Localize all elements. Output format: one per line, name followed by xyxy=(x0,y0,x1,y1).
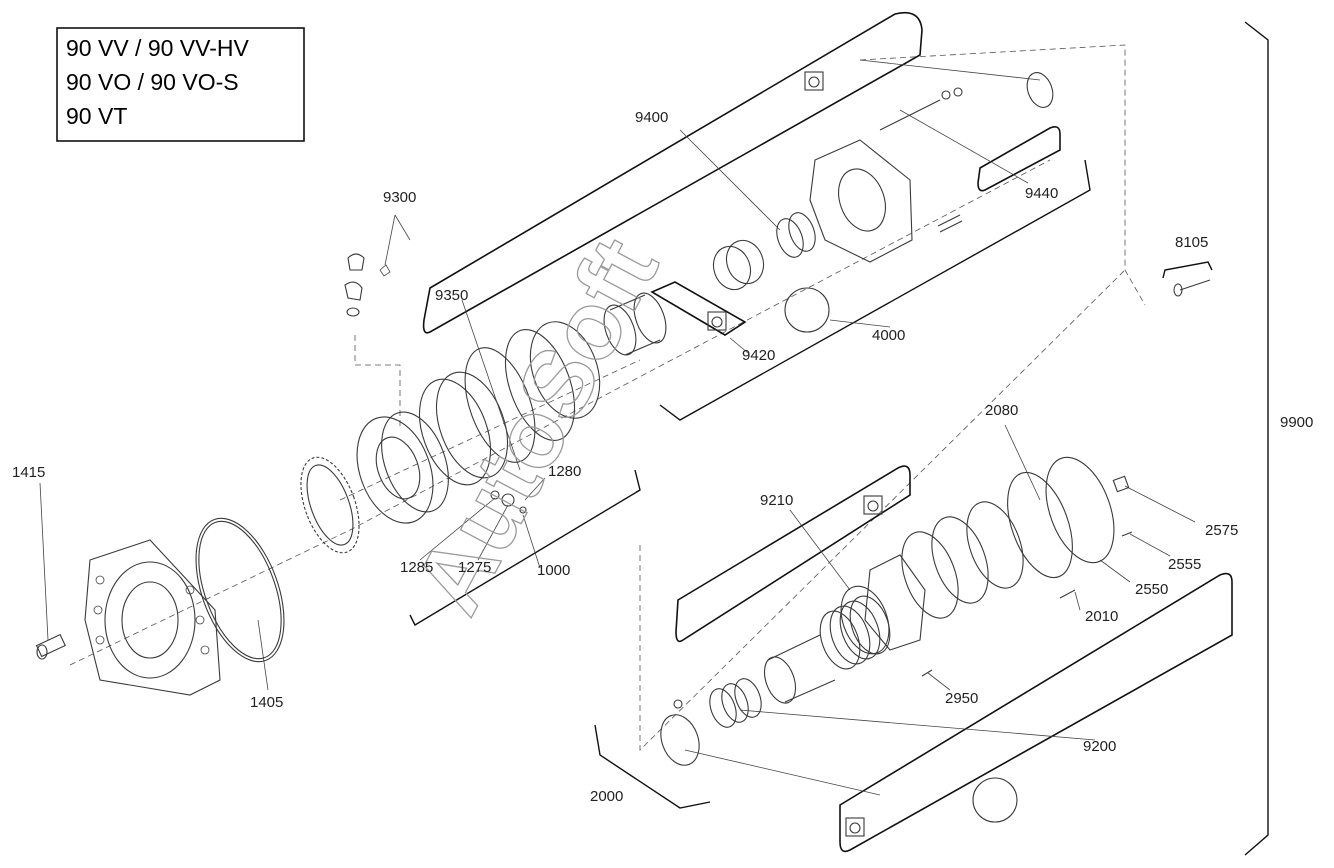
flange-hub-1000 xyxy=(356,411,449,524)
label-1285: 1285 xyxy=(400,559,433,576)
bearing-balls xyxy=(300,456,360,554)
disc-pack-9210 xyxy=(819,595,891,670)
seal-rings-lower xyxy=(660,678,762,766)
label-9440: 9440 xyxy=(1025,185,1058,202)
label-2080: 2080 xyxy=(985,402,1018,419)
magnifier-circle-upper xyxy=(784,287,830,333)
label-9200: 9200 xyxy=(1083,738,1116,755)
label-4000: 4000 xyxy=(872,327,905,344)
brake-housing-2080 xyxy=(901,456,1115,619)
part-8105 xyxy=(1173,279,1211,297)
o-ring-1405 xyxy=(195,517,285,663)
model-line-1: 90 VV / 90 VV-HV xyxy=(66,35,249,61)
housing-cover xyxy=(809,139,913,263)
label-1415: 1415 xyxy=(12,464,45,481)
cover-plate xyxy=(84,539,221,696)
bracket-4000 xyxy=(659,159,1091,421)
valve-stem xyxy=(879,72,1054,131)
kit-tool-icon-9210 xyxy=(863,495,883,515)
part-labels: 1415 1405 9300 9350 9400 9420 4000 9440 … xyxy=(12,109,1313,805)
small-bits-1275-1285 xyxy=(490,490,527,514)
label-2950: 2950 xyxy=(945,690,978,707)
label-9400: 9400 xyxy=(635,109,668,126)
bracket-8105 xyxy=(1162,261,1213,279)
leader-lines xyxy=(39,59,1196,796)
gear-ring-stack xyxy=(418,321,601,486)
label-8105: 8105 xyxy=(1175,234,1208,251)
label-2010: 2010 xyxy=(1085,608,1118,625)
label-9210: 9210 xyxy=(760,492,793,509)
bracket-1000 xyxy=(409,469,641,626)
label-2575: 2575 xyxy=(1205,522,1238,539)
kit-9200-box xyxy=(839,572,1233,853)
kit-9440-box xyxy=(977,126,1061,192)
label-1275: 1275 xyxy=(458,559,491,576)
model-title-box: 90 VV / 90 VV-HV 90 VO / 90 VO-S 90 VT xyxy=(56,27,305,142)
small-bolts-lower xyxy=(921,475,1133,677)
bolt-1415 xyxy=(35,633,66,660)
bracket-2000 xyxy=(594,724,711,809)
bolt-housing xyxy=(937,214,963,233)
label-9350: 9350 xyxy=(435,287,468,304)
kit-tool-icon-9420 xyxy=(707,311,727,331)
assembly-axis-lines xyxy=(69,44,1146,751)
model-line-2: 90 VO / 90 VO-S xyxy=(66,69,239,95)
label-2550: 2550 xyxy=(1135,581,1168,598)
label-1000: 1000 xyxy=(537,562,570,579)
kit-tool-icon-9200 xyxy=(845,817,865,837)
seal-rings-upper xyxy=(712,212,816,291)
kit-tool-icon-upper xyxy=(804,71,824,91)
bracket-9900 xyxy=(1244,21,1269,856)
part-9300 xyxy=(344,253,391,317)
label-2000: 2000 xyxy=(590,788,623,805)
label-2555: 2555 xyxy=(1168,556,1201,573)
model-line-3: 90 VT xyxy=(66,103,127,129)
magnifier-circle-lower xyxy=(972,777,1018,823)
brake-piston xyxy=(840,554,926,655)
label-1405: 1405 xyxy=(250,694,283,711)
kit-9420-box xyxy=(650,281,747,336)
kit-9400-box xyxy=(422,11,923,334)
label-9900: 9900 xyxy=(1280,414,1313,431)
brake-shaft xyxy=(763,634,836,704)
kit-9210-box xyxy=(675,465,911,643)
label-9300: 9300 xyxy=(383,189,416,206)
label-1280: 1280 xyxy=(548,463,581,480)
label-9420: 9420 xyxy=(742,347,775,364)
shaft-assembly-4000 xyxy=(603,292,667,356)
